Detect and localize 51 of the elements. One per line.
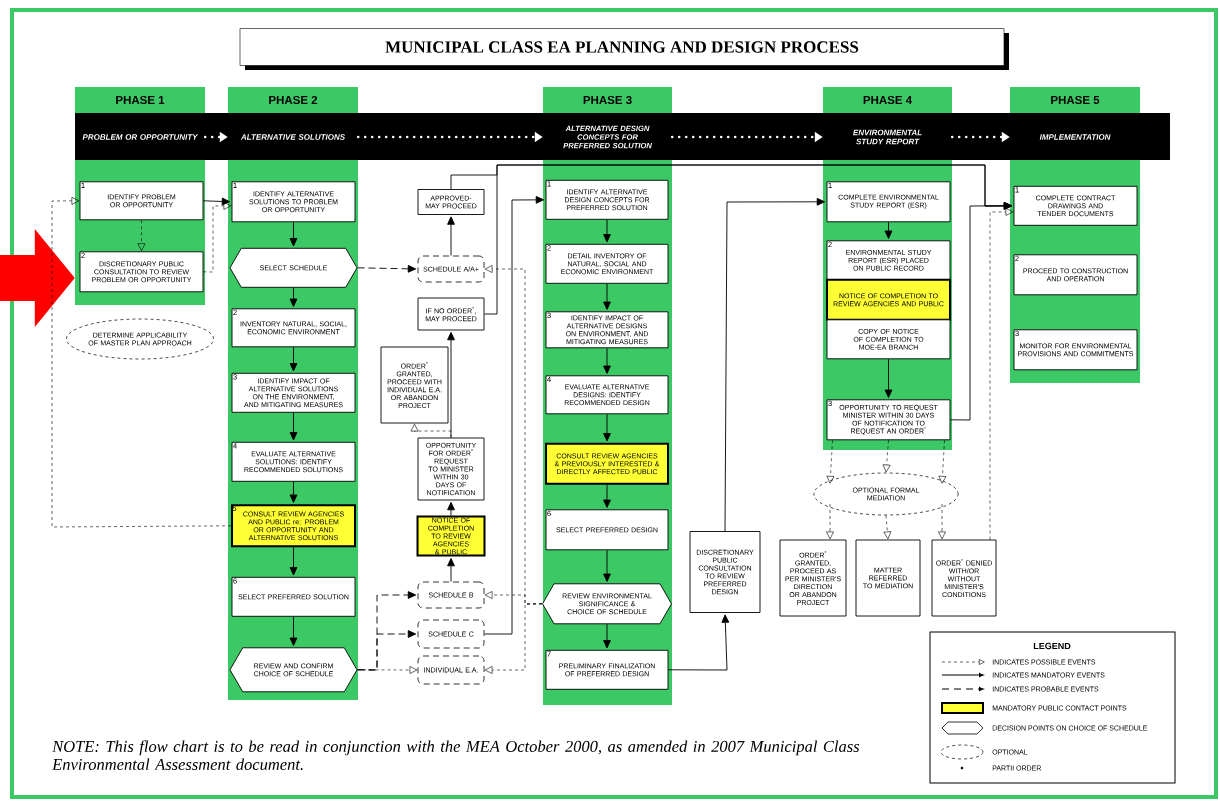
- arrow: [289, 546, 298, 576]
- title-box: MUNICIPAL CLASS EA PLANNING AND DESIGN PROCESS: [239, 28, 1009, 70]
- arrow: [938, 439, 947, 484]
- arrow: [826, 439, 835, 484]
- arrow: [447, 331, 455, 438]
- arrow: [603, 413, 611, 442]
- arrow: [603, 347, 611, 374]
- arrow: [989, 208, 1014, 540]
- node-label: PHASE 5: [1051, 95, 1100, 105]
- node-label: IMPLEMENTATION: [1039, 134, 1111, 140]
- arrow: [289, 481, 298, 503]
- node-label: PHASE 3: [583, 95, 632, 105]
- arrow: [483, 196, 545, 635]
- arrow: [447, 501, 455, 516]
- arrow: [137, 219, 146, 251]
- arrow: [289, 221, 298, 247]
- node-label: PHASE 2: [269, 95, 318, 105]
- arrow: [603, 219, 611, 243]
- arrow: [603, 283, 611, 310]
- legend-title: LEGEND: [1033, 642, 1071, 650]
- arrow: [882, 439, 891, 473]
- arrow: [289, 412, 298, 441]
- arrow: [603, 484, 611, 508]
- arrow: [51, 197, 232, 528]
- arrow: [357, 666, 418, 674]
- node-label: PHASE 4: [863, 95, 913, 105]
- arrow: [289, 287, 298, 307]
- node-label: PROBLEM OR OPPORTUNITY: [82, 134, 199, 140]
- arrow: [826, 503, 834, 540]
- arrow: [950, 202, 1013, 421]
- arrow: [884, 221, 893, 239]
- arrow: [724, 197, 826, 532]
- arrow: [668, 614, 730, 671]
- arrow: [447, 557, 455, 583]
- arrow: [357, 264, 417, 273]
- arrow: [289, 346, 298, 372]
- arrow: [289, 616, 298, 646]
- arrow: [883, 515, 892, 540]
- node-label: ENVIRONMENTAL STUDY REPORT: [853, 129, 922, 145]
- arrow: [203, 197, 231, 206]
- arrow: [484, 603, 543, 674]
- arrow: [447, 216, 455, 257]
- arrow: [938, 503, 946, 540]
- arrow: [410, 423, 452, 438]
- note-text: NOTE: This flow chart is to be read in conjunction with the MEA October 2000, as amended in 2007 Municipal Class Environmental Assessment document.: [52, 740, 860, 771]
- arrow: [603, 549, 611, 582]
- arrow: [203, 202, 232, 273]
- node-label: ALTERNATIVE SOLUTIONS: [240, 134, 345, 140]
- arrow: [884, 358, 893, 398]
- node-label: PHASE 1: [116, 95, 165, 105]
- arrow: [603, 623, 611, 649]
